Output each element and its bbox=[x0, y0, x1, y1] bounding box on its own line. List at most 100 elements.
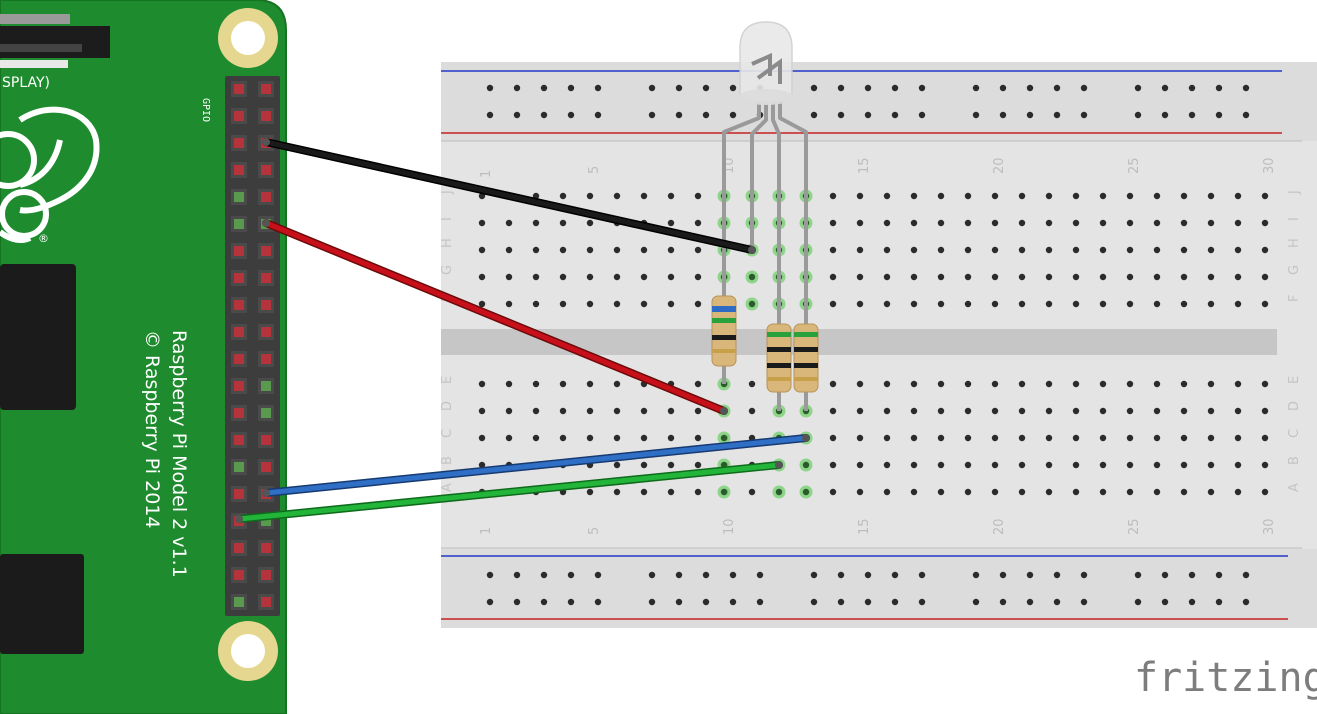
breadboard-hole bbox=[810, 598, 818, 606]
breadboard-hole bbox=[486, 111, 494, 119]
breadboard-hole bbox=[559, 407, 567, 415]
breadboard-hole bbox=[810, 111, 818, 119]
breadboard-hole bbox=[613, 434, 621, 442]
breadboard-hole bbox=[1099, 219, 1107, 227]
breadboard-hole bbox=[1018, 192, 1026, 200]
breadboard-hole bbox=[999, 598, 1007, 606]
svg-text:B: B bbox=[1287, 456, 1302, 465]
display-connector: SPLAY) bbox=[0, 14, 110, 91]
breadboard-hole bbox=[829, 246, 837, 254]
breadboard-hole bbox=[864, 111, 872, 119]
svg-text:20: 20 bbox=[992, 157, 1007, 174]
wire-black bbox=[262, 138, 756, 254]
breadboard-hole bbox=[1018, 488, 1026, 496]
breadboard-hole bbox=[964, 434, 972, 442]
wire-endpoints bbox=[235, 138, 810, 523]
breadboard-hole bbox=[856, 434, 864, 442]
breadboard-hole bbox=[810, 84, 818, 92]
breadboard-hole bbox=[1207, 380, 1215, 388]
breadboard-hole bbox=[1207, 300, 1215, 308]
breadboard-hole bbox=[1234, 488, 1242, 496]
breadboard-hole bbox=[1099, 300, 1107, 308]
svg-text:G: G bbox=[1287, 265, 1302, 275]
breadboard-hole bbox=[1099, 273, 1107, 281]
svg-text:H: H bbox=[440, 238, 455, 248]
breadboard-hole bbox=[883, 488, 891, 496]
breadboard-hole bbox=[972, 111, 980, 119]
breadboard-hole bbox=[864, 571, 872, 579]
breadboard-hole bbox=[837, 84, 845, 92]
breadboard-hole bbox=[640, 192, 648, 200]
breadboard-hole bbox=[559, 192, 567, 200]
breadboard-hole bbox=[1045, 461, 1053, 469]
breadboard-hole bbox=[991, 380, 999, 388]
breadboard-hole bbox=[1045, 434, 1053, 442]
breadboard-hole bbox=[1134, 111, 1142, 119]
gpio-pin bbox=[231, 162, 247, 178]
breadboard-hole bbox=[613, 192, 621, 200]
breadboard-hole bbox=[910, 246, 918, 254]
breadboard-hole bbox=[1261, 380, 1269, 388]
gpio-pin bbox=[258, 567, 274, 583]
breadboard-hole bbox=[1234, 434, 1242, 442]
breadboard-hole bbox=[1261, 273, 1269, 281]
gpio-pin bbox=[231, 405, 247, 421]
gpio-pin bbox=[231, 594, 247, 610]
breadboard-hole bbox=[910, 273, 918, 281]
gpio-pin bbox=[258, 405, 274, 421]
breadboard-hole bbox=[505, 246, 513, 254]
gpio-pin bbox=[258, 324, 274, 340]
breadboard-hole bbox=[991, 407, 999, 415]
breadboard-hole bbox=[1242, 598, 1250, 606]
gpio-pin bbox=[231, 297, 247, 313]
breadboard-hole bbox=[1261, 246, 1269, 254]
breadboard-hole bbox=[567, 598, 575, 606]
breadboard-hole bbox=[1180, 380, 1188, 388]
breadboard-hole bbox=[586, 273, 594, 281]
breadboard-hole bbox=[829, 434, 837, 442]
breadboard-hole bbox=[1080, 111, 1088, 119]
breadboard-hole bbox=[1072, 300, 1080, 308]
breadboard-hole bbox=[1234, 246, 1242, 254]
breadboard-hole bbox=[1261, 461, 1269, 469]
soc-chip bbox=[0, 264, 76, 410]
breadboard-hole bbox=[567, 111, 575, 119]
breadboard-hole bbox=[675, 598, 683, 606]
breadboard-hole bbox=[1207, 488, 1215, 496]
breadboard-hole bbox=[1180, 407, 1188, 415]
breadboard-hole bbox=[964, 407, 972, 415]
wire-blue bbox=[262, 434, 810, 497]
breadboard-hole bbox=[1234, 380, 1242, 388]
gpio-pin bbox=[258, 270, 274, 286]
breadboard-hole bbox=[640, 461, 648, 469]
breadboard-hole bbox=[1099, 488, 1107, 496]
wire-green bbox=[235, 461, 783, 523]
display-label: SPLAY) bbox=[2, 75, 50, 91]
breadboard-hole bbox=[1126, 192, 1134, 200]
breadboard-hole bbox=[1099, 246, 1107, 254]
breadboard-hole bbox=[937, 273, 945, 281]
breadboard-hole bbox=[559, 380, 567, 388]
breadboard-hole bbox=[1126, 407, 1134, 415]
svg-text:A: A bbox=[440, 483, 455, 492]
raspberry-pi-board: SPLAY) ® GPIO Raspberry Pi Model 2 v1.1 bbox=[0, 0, 287, 714]
breadboard-hole bbox=[1026, 111, 1034, 119]
breadboard-hole bbox=[1072, 219, 1080, 227]
breadboard-hole bbox=[513, 111, 521, 119]
breadboard-hole bbox=[883, 273, 891, 281]
breadboard-hole bbox=[991, 300, 999, 308]
breadboard-hole bbox=[756, 571, 764, 579]
breadboard-hole bbox=[694, 461, 702, 469]
breadboard-hole bbox=[505, 407, 513, 415]
breadboard-hole bbox=[567, 571, 575, 579]
breadboard-hole bbox=[1242, 84, 1250, 92]
breadboard-hole bbox=[883, 219, 891, 227]
breadboard-hole bbox=[694, 246, 702, 254]
breadboard-hole bbox=[910, 488, 918, 496]
breadboard-hole bbox=[937, 300, 945, 308]
breadboard-hole bbox=[694, 380, 702, 388]
breadboard-hole bbox=[478, 434, 486, 442]
breadboard-hole bbox=[540, 84, 548, 92]
breadboard-hole bbox=[586, 488, 594, 496]
gpio-pin bbox=[258, 378, 274, 394]
